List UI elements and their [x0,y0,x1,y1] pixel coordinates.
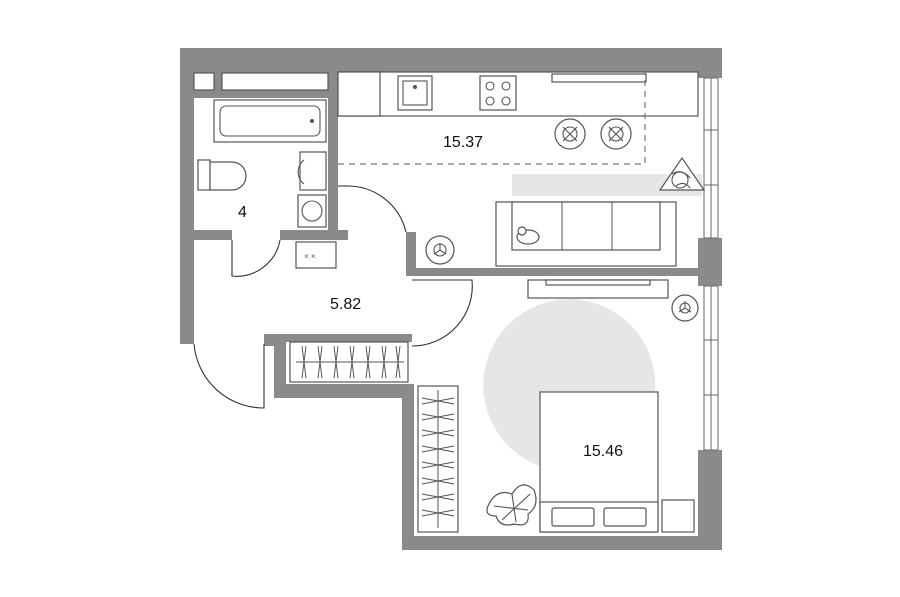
bottom-wall [402,536,722,550]
svg-text:× ×: × × [304,252,316,261]
right-wall-bottom [698,450,722,550]
toilet-tank [197,159,211,191]
walls [180,48,722,550]
hall-left-bottom-wall [274,334,286,398]
bath-kitchen-wall [328,72,338,236]
windows [703,77,719,451]
pillow-left [551,507,595,527]
hallway: × × 5.82 [289,241,409,383]
bedroom-round-chair [671,294,699,322]
plant-icon [658,156,706,191]
bedroom-area: 15.46 [583,443,623,460]
top-wall [180,48,722,72]
stove [479,75,517,111]
bedroom-door [411,279,473,347]
bath-sink [299,151,327,191]
hall-bottom-wall [274,384,414,398]
vent-shaft-small [193,72,215,91]
bedroom-plant-icon [486,484,537,526]
living-bedroom-wall [410,268,698,276]
cat-icon [516,226,540,245]
dining-chair-left [554,118,586,150]
pillow-right [603,507,647,527]
dining-zone-boundary [338,72,646,165]
fridge [337,71,381,117]
entrance-door [193,343,265,409]
right-wall-top [698,48,722,78]
bedroom: 15.46 [417,279,699,533]
kitchen-shelf [551,73,647,83]
bathroom-area: 4 [238,204,247,221]
tv [545,279,651,286]
bathroom: 4 [197,99,327,228]
nightstand [661,499,695,533]
hallway-area: 5.82 [330,296,361,313]
toilet [209,161,247,191]
kitchen-living-area: 15.37 [443,134,483,151]
kitchen-door [347,185,407,233]
bedroom-left-wall [402,384,414,550]
bathtub [213,99,327,143]
right-wall-mid [698,238,722,286]
kitchen-sink [397,75,433,111]
living-round-chair [425,235,455,265]
washing-machine [297,194,327,228]
rug-shade [512,174,702,196]
bath-bottom-wall-left [194,230,232,240]
bathroom-door [231,239,281,277]
living-wall-stub [406,232,416,276]
bedroom-rug-shade [483,299,656,466]
left-wall [180,48,194,344]
bath-bottom-wall-right [280,230,348,240]
wardrobe-niche-top [286,334,412,342]
vent-shaft-large [221,72,329,91]
hall-cabinet [295,241,337,269]
entry-jamb [264,334,286,346]
dining-chair-right [600,118,632,150]
kitchen-living: 15.37 [337,71,706,267]
